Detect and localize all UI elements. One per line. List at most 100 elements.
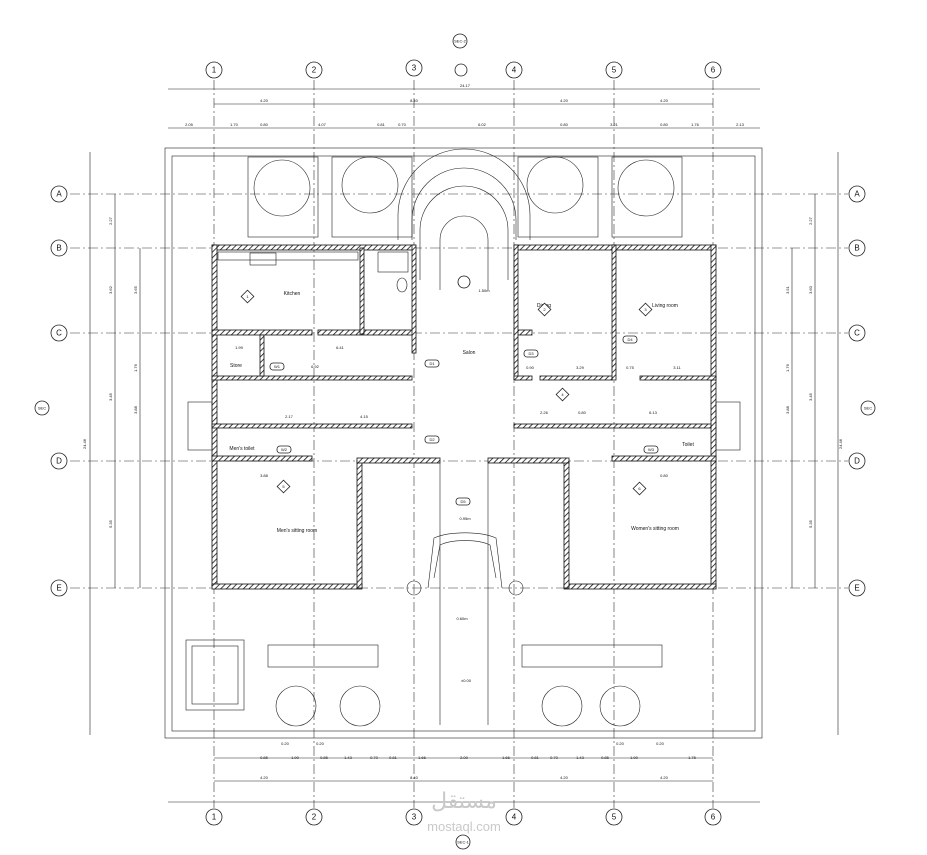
svg-text:4.20: 4.20: [660, 775, 669, 780]
svg-text:6.92: 6.92: [311, 364, 320, 369]
svg-text:W2: W2: [281, 447, 288, 452]
svg-text:6.41: 6.41: [336, 345, 345, 350]
svg-text:3.45: 3.45: [108, 392, 113, 401]
svg-text:0.70: 0.70: [550, 755, 559, 760]
svg-text:3.62: 3.62: [108, 285, 113, 294]
svg-text:3.29: 3.29: [576, 365, 585, 370]
row-bubbles-left: A B C D E: [50, 185, 68, 597]
svg-text:D1: D1: [429, 361, 435, 366]
room-mens-toilet: Men's toilet: [229, 446, 255, 452]
column-bubbles-top: 1 2 3 4 5 6: [205, 59, 722, 79]
svg-text:D2: D2: [429, 437, 435, 442]
svg-text:0.80: 0.80: [260, 122, 269, 127]
col-label: 2: [312, 66, 317, 75]
spiral-stair: [397, 148, 531, 290]
svg-text:1.99: 1.99: [235, 345, 244, 350]
svg-text:0.80: 0.80: [578, 410, 587, 415]
svg-text:4.20: 4.20: [560, 775, 569, 780]
svg-text:0.85: 0.85: [260, 755, 269, 760]
room-living: Living room: [652, 303, 678, 309]
svg-text:6.13: 6.13: [649, 410, 658, 415]
svg-text:0.70: 0.70: [370, 755, 379, 760]
kitchen-fixtures: [217, 251, 409, 293]
svg-text:0.80: 0.80: [660, 122, 669, 127]
svg-text:4.15: 4.15: [360, 414, 369, 419]
svg-text:3.88: 3.88: [133, 405, 138, 414]
svg-text:1.76: 1.76: [133, 363, 138, 372]
svg-text:0.81: 0.81: [389, 755, 398, 760]
svg-text:W3: W3: [648, 447, 655, 452]
site-boundary: [164, 147, 763, 739]
svg-text:3: 3: [644, 307, 647, 312]
svg-text:1.50m: 1.50m: [478, 288, 490, 293]
row-label: C: [56, 329, 62, 338]
svg-text:1.70: 1.70: [230, 122, 239, 127]
svg-text:0.81: 0.81: [377, 122, 386, 127]
svg-text:5.35: 5.35: [108, 519, 113, 528]
svg-text:4.20: 4.20: [260, 775, 269, 780]
svg-text:3.21: 3.21: [610, 122, 619, 127]
left-dimensions: 24.46 2.27 3.62 3.65 1.76 3.45 3.88 5.35: [82, 216, 138, 528]
col-label: 5: [612, 813, 617, 822]
row-label: C: [854, 329, 860, 338]
grid-rows: [70, 193, 848, 589]
svg-text:0.95m: 0.95m: [459, 516, 471, 521]
room-store: Store: [230, 363, 242, 369]
room-toilet: Toilet: [682, 442, 694, 448]
row-label: E: [56, 584, 61, 593]
svg-text:0.70: 0.70: [398, 122, 407, 127]
row-label: A: [56, 190, 62, 199]
front-planters: [247, 156, 683, 238]
svg-text:3.60: 3.60: [808, 285, 813, 294]
row-label: D: [854, 457, 860, 466]
overall-width-dim: 24.17: [460, 83, 471, 88]
svg-text:8.40: 8.40: [410, 98, 419, 103]
svg-text:3.88: 3.88: [260, 473, 269, 478]
svg-text:SEC: SEC: [38, 406, 46, 411]
room-womens-sitting: Women's sitting room: [631, 526, 679, 532]
svg-text:0.80: 0.80: [560, 122, 569, 127]
room-kitchen: Kitchen: [284, 291, 301, 297]
svg-text:D3: D3: [528, 351, 534, 356]
svg-text:2.26: 2.26: [540, 410, 549, 415]
svg-text:5.35: 5.35: [808, 519, 813, 528]
svg-text:4.20: 4.20: [560, 98, 569, 103]
column-bubbles-bottom: 1 2 3 4 5 6: [205, 808, 722, 826]
svg-text:0.75: 0.75: [626, 365, 635, 370]
svg-text:8.40: 8.40: [410, 775, 419, 780]
room-salon: Salon: [463, 350, 476, 356]
dimension-lines: [89, 88, 839, 803]
svg-text:±0.00: ±0.00: [461, 678, 472, 683]
col-label: 3: [412, 64, 417, 73]
svg-text:2: 2: [543, 307, 546, 312]
svg-text:1.43: 1.43: [576, 755, 585, 760]
svg-text:D4: D4: [627, 337, 633, 342]
row-label: E: [854, 584, 859, 593]
svg-text:3.45: 3.45: [808, 392, 813, 401]
col-label: 6: [711, 66, 716, 75]
svg-text:W1: W1: [274, 364, 281, 369]
level-marks: 1.50m 0.95m 0.60m ±0.00: [456, 288, 490, 683]
svg-text:0.20: 0.20: [656, 741, 665, 746]
col-label: 2: [312, 813, 317, 822]
col-label: 1: [212, 813, 217, 822]
col-label: 6: [711, 813, 716, 822]
svg-text:0.20: 0.20: [281, 741, 290, 746]
svg-text:1.76: 1.76: [785, 363, 790, 372]
svg-text:3.51: 3.51: [785, 285, 790, 294]
svg-text:3.65: 3.65: [133, 285, 138, 294]
svg-text:0.80: 0.80: [660, 473, 669, 478]
col-label: 3: [412, 813, 417, 822]
col-label: 1: [212, 66, 217, 75]
row-label: D: [56, 457, 62, 466]
room-dimensions: 1.99 6.41 6.92 2.17 4.15 2.26 0.80 6.13 …: [235, 345, 681, 478]
svg-text:5: 5: [282, 484, 285, 489]
entrance-steps: [427, 463, 503, 725]
room-labels: Kitchen Dining Living room Salon Store M…: [229, 291, 694, 534]
svg-text:SEC-1: SEC-1: [457, 840, 470, 845]
svg-text:1.66: 1.66: [502, 755, 511, 760]
svg-text:4: 4: [561, 392, 564, 397]
svg-text:مستقل: مستقل: [431, 789, 497, 814]
svg-text:6.02: 6.02: [478, 122, 487, 127]
